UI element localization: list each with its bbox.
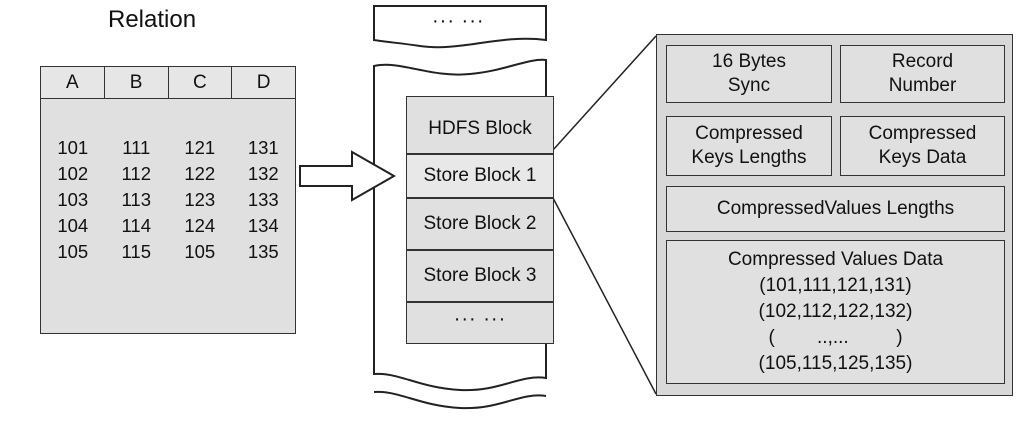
sync-field: 16 Bytes Sync xyxy=(666,45,832,103)
table-row: 104 114 124 134 xyxy=(41,213,295,239)
values-data-title: Compressed Values Data xyxy=(727,249,944,270)
store-block-3: Store Block 3 xyxy=(406,250,554,302)
compressed-keys-lengths-field: Compressed Keys Lengths xyxy=(666,116,832,176)
table-cell: 105 xyxy=(57,241,89,262)
table-cell: 111 xyxy=(122,137,151,158)
values-data-row: (105,115,125,135) xyxy=(758,353,913,374)
table-cell: 112 xyxy=(121,163,152,184)
zoom-line-bottom xyxy=(552,197,657,395)
hdfs-bottom-fragment xyxy=(373,390,547,410)
relation-rows: 101 111 121 131 102 112 122 132 103 113 … xyxy=(41,135,295,265)
table-cell: 121 xyxy=(184,137,216,158)
table-cell: 132 xyxy=(247,163,279,184)
column-header-c: C xyxy=(169,67,233,98)
table-row: 103 113 123 133 xyxy=(41,187,295,213)
table-cell: 113 xyxy=(121,189,152,210)
table-cell: 104 xyxy=(57,215,89,236)
table-cell: 102 xyxy=(57,163,89,184)
compressed-values-lengths-field: CompressedValues Lengths xyxy=(666,186,1005,232)
column-header-b: B xyxy=(105,67,169,98)
table-cell: 134 xyxy=(247,215,279,236)
hdfs-bottom-ellipsis: ··· ··· xyxy=(406,302,554,344)
table-cell: 133 xyxy=(247,189,279,210)
table-row: 101 111 121 131 xyxy=(41,135,295,161)
table-cell: 124 xyxy=(184,215,216,236)
table-cell: 135 xyxy=(247,241,279,262)
table-cell: 123 xyxy=(184,189,216,210)
compressed-values-data-field: Compressed Values Data (101,111,121,131)… xyxy=(666,240,1005,384)
table-cell: 114 xyxy=(121,215,152,236)
table-row: 105 115 105 135 xyxy=(41,239,295,265)
column-header-d: D xyxy=(256,72,271,93)
hdfs-top-ellipsis: ··· ··· xyxy=(432,10,485,32)
values-data-row: ( ..,... ) xyxy=(768,327,903,348)
hdfs-block-header: HDFS Block xyxy=(406,96,554,154)
compressed-keys-data-field: Compressed Keys Data xyxy=(840,116,1005,176)
transform-arrow xyxy=(299,150,397,202)
store-block-1: Store Block 1 xyxy=(406,154,554,198)
table-row: 102 112 122 132 xyxy=(41,161,295,187)
table-cell: 131 xyxy=(247,137,279,158)
table-cell: 101 xyxy=(57,137,89,158)
relation-title: Relation xyxy=(108,6,197,33)
table-cell: 103 xyxy=(57,189,89,210)
table-cell: 105 xyxy=(184,241,216,262)
table-cell: 115 xyxy=(121,241,152,262)
relation-table: A B C D 101 111 121 131 102 112 122 132 … xyxy=(40,66,296,334)
relation-header-row: A B C D xyxy=(41,67,295,99)
zoom-line-top xyxy=(552,35,657,151)
table-cell: 122 xyxy=(184,163,216,184)
values-data-row: (101,111,121,131) xyxy=(759,275,912,296)
column-header-a: A xyxy=(41,67,105,98)
record-number-field: Record Number xyxy=(840,45,1005,103)
values-data-row: (102,112,122,132) xyxy=(758,301,913,322)
hdfs-top-fragment xyxy=(373,5,547,49)
store-block-2: Store Block 2 xyxy=(406,198,554,250)
